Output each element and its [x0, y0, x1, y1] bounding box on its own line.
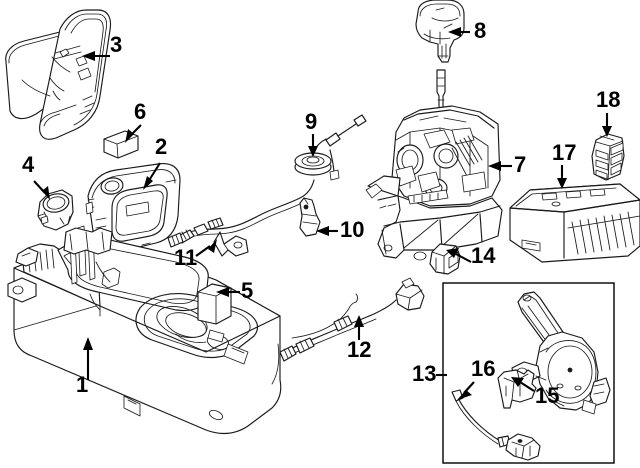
callout-label-7: 7 — [514, 152, 527, 177]
part-shift-cable-end-clip — [299, 197, 321, 237]
callout-label-16: 16 — [471, 356, 496, 381]
part-console-armrest-lid — [5, 9, 112, 140]
part-cable-mounting-bracket — [213, 231, 249, 257]
part-shift-cable-assembly — [167, 114, 367, 248]
callout-label-5: 5 — [241, 278, 254, 303]
callout-label-3: 3 — [110, 32, 123, 57]
part-parking-brake-cable — [279, 277, 425, 362]
part-shift-indicator-bezel — [85, 163, 181, 254]
part-parking-brake-cable-guide — [497, 369, 537, 409]
part-transmission-shifter-assembly — [365, 69, 503, 261]
part-console-knob-bushing — [37, 189, 74, 231]
callout-label-10: 10 — [340, 217, 365, 242]
callout-label-6: 6 — [134, 99, 147, 124]
part-transmission-control-module — [509, 183, 640, 263]
callout-leaders — [33, 27, 612, 400]
callout-label-12: 12 — [347, 337, 372, 362]
callout-label-14: 14 — [471, 243, 496, 268]
callout-label-2: 2 — [155, 134, 168, 159]
part-parking-brake-switch-cable — [451, 389, 541, 461]
callout-label-13: 13 — [412, 361, 437, 386]
callout-label-9: 9 — [305, 109, 318, 134]
callout-label-8: 8 — [474, 18, 487, 43]
callout-label-11: 11 — [174, 245, 198, 270]
callout-label-17: 17 — [552, 140, 577, 165]
part-electrical-connector — [591, 133, 625, 181]
callout-label-1: 1 — [76, 372, 89, 397]
callout-label-18: 18 — [596, 87, 621, 112]
callout-label-4: 4 — [22, 152, 35, 177]
parking-brake-group-box — [442, 282, 615, 464]
part-center-console-body — [7, 225, 282, 435]
callout-label-15: 15 — [535, 383, 560, 408]
